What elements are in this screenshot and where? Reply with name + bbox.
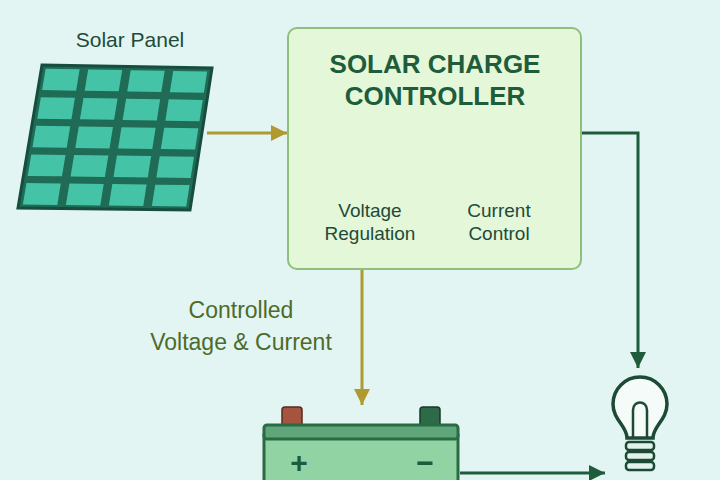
solar-panel: Solar Panel <box>15 25 207 215</box>
panel-cell <box>156 156 194 178</box>
panel-cell <box>118 127 156 149</box>
connector-arrow <box>361 270 364 405</box>
panel-frame <box>18 65 212 210</box>
panel-cell <box>161 128 199 150</box>
charge-controller-box: SOLAR CHARGE CONTROLLER Voltage Regulatio… <box>287 27 582 270</box>
node-text: − <box>410 445 440 480</box>
panel-cell <box>165 99 202 121</box>
battery-body <box>264 435 458 480</box>
panel-cell <box>71 155 109 177</box>
battery: +− <box>262 405 460 480</box>
bulb-filament <box>633 403 647 439</box>
node-text: Voltage Regulation <box>308 199 432 245</box>
connector-arrow <box>582 133 638 368</box>
panel-cell <box>80 98 118 120</box>
light-bulb <box>605 368 675 480</box>
bulb-base <box>626 442 654 450</box>
panel-cell <box>66 184 104 206</box>
node-text: SOLAR CHARGE CONTROLLER <box>304 49 566 112</box>
panel-cell <box>85 69 123 91</box>
panel-cell <box>113 156 151 178</box>
panel-cell <box>152 185 190 207</box>
bulb-base <box>626 462 654 470</box>
panel-cell <box>42 69 80 91</box>
panel-cell <box>75 126 113 148</box>
bulb-glass <box>613 377 667 438</box>
connector-arrow <box>207 132 287 135</box>
connector-arrow <box>460 472 605 475</box>
panel-cell <box>23 183 61 205</box>
node-text: Solar Panel <box>45 27 215 53</box>
panel-cell <box>123 99 161 121</box>
battery-lid <box>264 425 458 439</box>
node-text: + <box>284 445 314 480</box>
panel-cell <box>32 126 70 148</box>
solar-panel-graphic <box>15 25 245 225</box>
panel-cell <box>109 184 147 206</box>
node-text: Current Control <box>437 199 561 245</box>
panel-cell <box>170 71 207 93</box>
bulb-graphic <box>605 368 675 480</box>
panel-cell <box>127 70 164 92</box>
panel-cell <box>37 97 75 119</box>
edge-label: Controlled Voltage & Current <box>148 294 334 358</box>
bulb-base <box>626 452 654 460</box>
panel-cell <box>28 154 66 176</box>
